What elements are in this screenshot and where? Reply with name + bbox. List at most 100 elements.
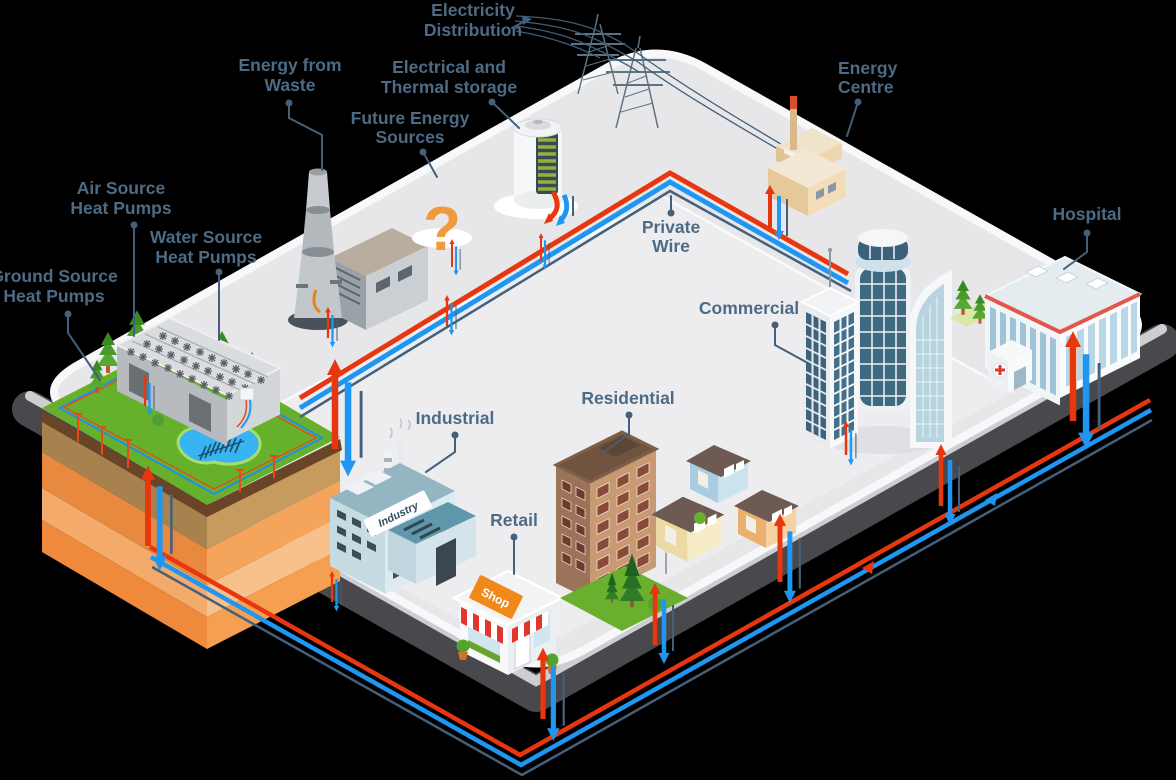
annex-roof	[388, 502, 476, 544]
label-retail: Retail	[490, 510, 538, 575]
pipe-hot-underground	[148, 398, 1152, 758]
label-text: Ground Source	[0, 266, 118, 286]
svg-text:Retail: Retail	[490, 510, 538, 530]
arrow-icon	[522, 15, 532, 25]
electricity-pylons	[514, 13, 794, 159]
factory-chimney	[398, 441, 404, 485]
label-text: Commercial	[699, 298, 799, 318]
label-text: Electricity	[431, 0, 515, 20]
svg-text:Residential: Residential	[581, 388, 674, 408]
label-text: Sources	[375, 127, 444, 147]
svg-text:Hospital: Hospital	[1052, 204, 1121, 224]
label-residential: Residential	[581, 388, 675, 453]
label-text: Centre	[838, 77, 894, 97]
svg-text:Industrial: Industrial	[416, 408, 495, 428]
underground-pipes	[148, 398, 1153, 777]
label-text: Water Source	[150, 227, 262, 247]
label-commercial: Commercial	[699, 298, 807, 363]
pipe-cold-loop	[298, 179, 850, 411]
thermal-storage	[494, 118, 578, 271]
annex-door	[436, 538, 456, 586]
label-text: Heat Pumps	[155, 247, 256, 267]
houses	[651, 445, 800, 603]
roof-pipe-rails	[131, 326, 269, 392]
hospital-entrance	[988, 340, 1032, 392]
pipe-hot-loop	[298, 170, 850, 401]
commercial-cluster	[799, 229, 959, 525]
label-text: Energy from	[238, 55, 341, 75]
label-text: Heat Pumps	[70, 198, 171, 218]
flow-arrow	[985, 493, 997, 506]
storage-coil	[538, 138, 556, 191]
svg-text:Commercial: Commercial	[699, 298, 799, 318]
label-industrial: Industrial	[416, 408, 495, 473]
private-wire-loop	[299, 189, 852, 419]
future-energy-sources: ?	[412, 195, 472, 277]
industrial-factory: Industry	[328, 418, 476, 613]
label-text: Private	[642, 217, 701, 237]
bush	[694, 512, 706, 524]
label-text: Wire	[652, 236, 690, 256]
retail-shop: Shop	[451, 569, 564, 741]
energy-centre-chimney	[790, 100, 797, 150]
energy-centre-building	[765, 96, 846, 240]
orange-pipe	[312, 289, 321, 314]
heat-pump-hall	[114, 316, 283, 447]
pylon-1	[571, 13, 625, 95]
red-cross-icon	[995, 365, 1005, 375]
label-text: Hospital	[1052, 204, 1121, 224]
label-text: Retail	[490, 510, 538, 530]
hall-roof	[114, 316, 283, 397]
district-heating-loop	[298, 170, 852, 419]
office-tower	[799, 248, 861, 450]
awning	[461, 607, 548, 646]
cylinder-tower	[855, 229, 911, 412]
label-text: Waste	[265, 75, 316, 95]
label-text: Distribution	[424, 20, 522, 40]
energy-from-waste-plant	[288, 168, 428, 349]
residential-block	[552, 430, 688, 664]
smoke	[389, 418, 411, 439]
label-text: Industrial	[416, 408, 495, 428]
label-text: Heat Pumps	[3, 286, 104, 306]
private-wire-underground	[151, 418, 1153, 777]
water-pump-unit	[236, 387, 255, 429]
question-mark-icon: ?	[423, 195, 461, 264]
energy-centre-connector	[765, 185, 788, 240]
label-hospital: Hospital	[1052, 204, 1122, 270]
label-text: Future Energy	[351, 108, 470, 128]
park-bush	[152, 414, 164, 426]
storage-flow-arrows	[544, 190, 574, 226]
power-lines	[514, 15, 794, 159]
curved-tower	[910, 270, 952, 448]
label-text: Electrical and	[392, 57, 506, 77]
ground-cross-section	[42, 420, 340, 649]
label-text: Air Source	[77, 178, 166, 198]
label-text: Residential	[581, 388, 674, 408]
flow-arrow	[862, 561, 874, 574]
hospital-building	[950, 255, 1143, 449]
label-text: Thermal storage	[381, 77, 517, 97]
hospital-red-band	[984, 292, 1141, 335]
